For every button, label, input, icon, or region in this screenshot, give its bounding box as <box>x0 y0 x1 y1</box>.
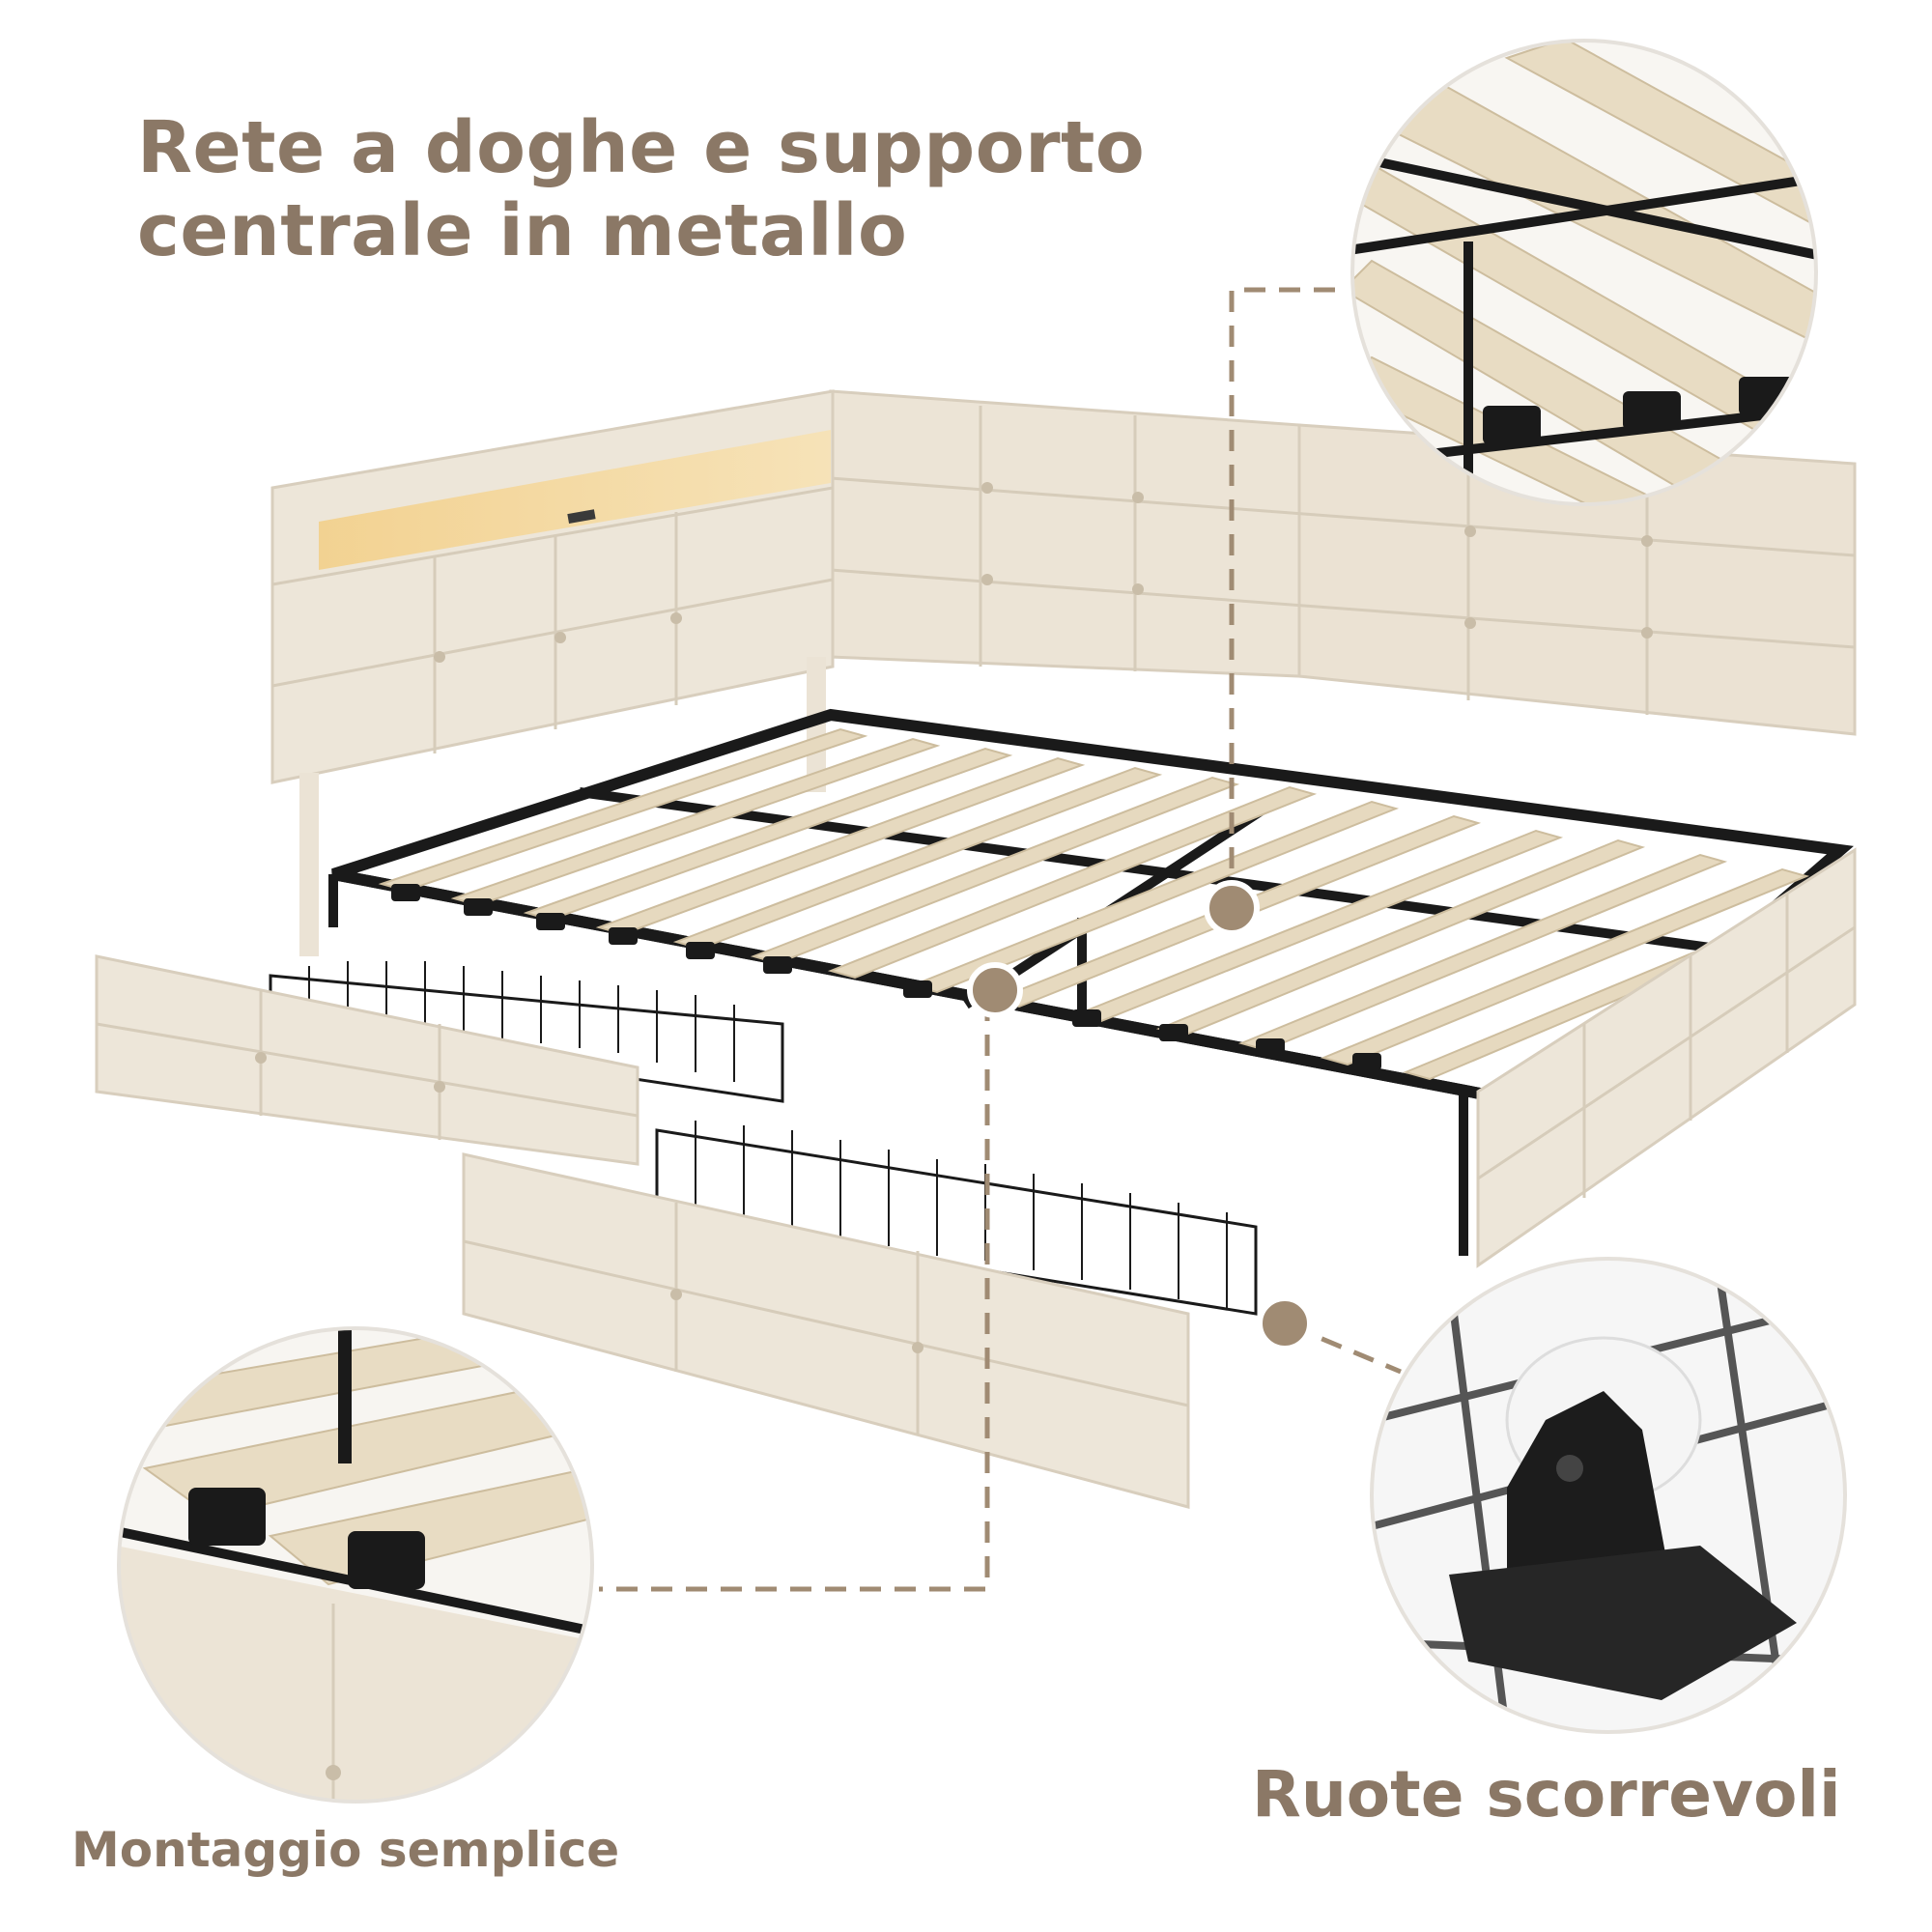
headline-line-2: centrale in metallo <box>137 189 908 272</box>
detail-wheels <box>1370 1257 1847 1734</box>
callout-markers <box>967 880 1313 1351</box>
drawer-lower <box>462 1121 1258 1509</box>
side-rail <box>1476 847 1857 1268</box>
caption-assembly: Montaggio semplice <box>71 1822 620 1878</box>
headboard-back <box>829 389 1857 736</box>
headline: Rete a doghe e supporto centrale in meta… <box>137 106 1145 272</box>
caption-wheels: Ruote scorrevoli <box>1252 1757 1841 1832</box>
headboard-side-led <box>270 389 835 956</box>
drawer-upper <box>95 954 784 1166</box>
headline-line-1: Rete a doghe e supporto <box>137 106 1146 189</box>
detail-assembly <box>117 1326 594 1804</box>
detail-slats <box>1350 39 1818 506</box>
